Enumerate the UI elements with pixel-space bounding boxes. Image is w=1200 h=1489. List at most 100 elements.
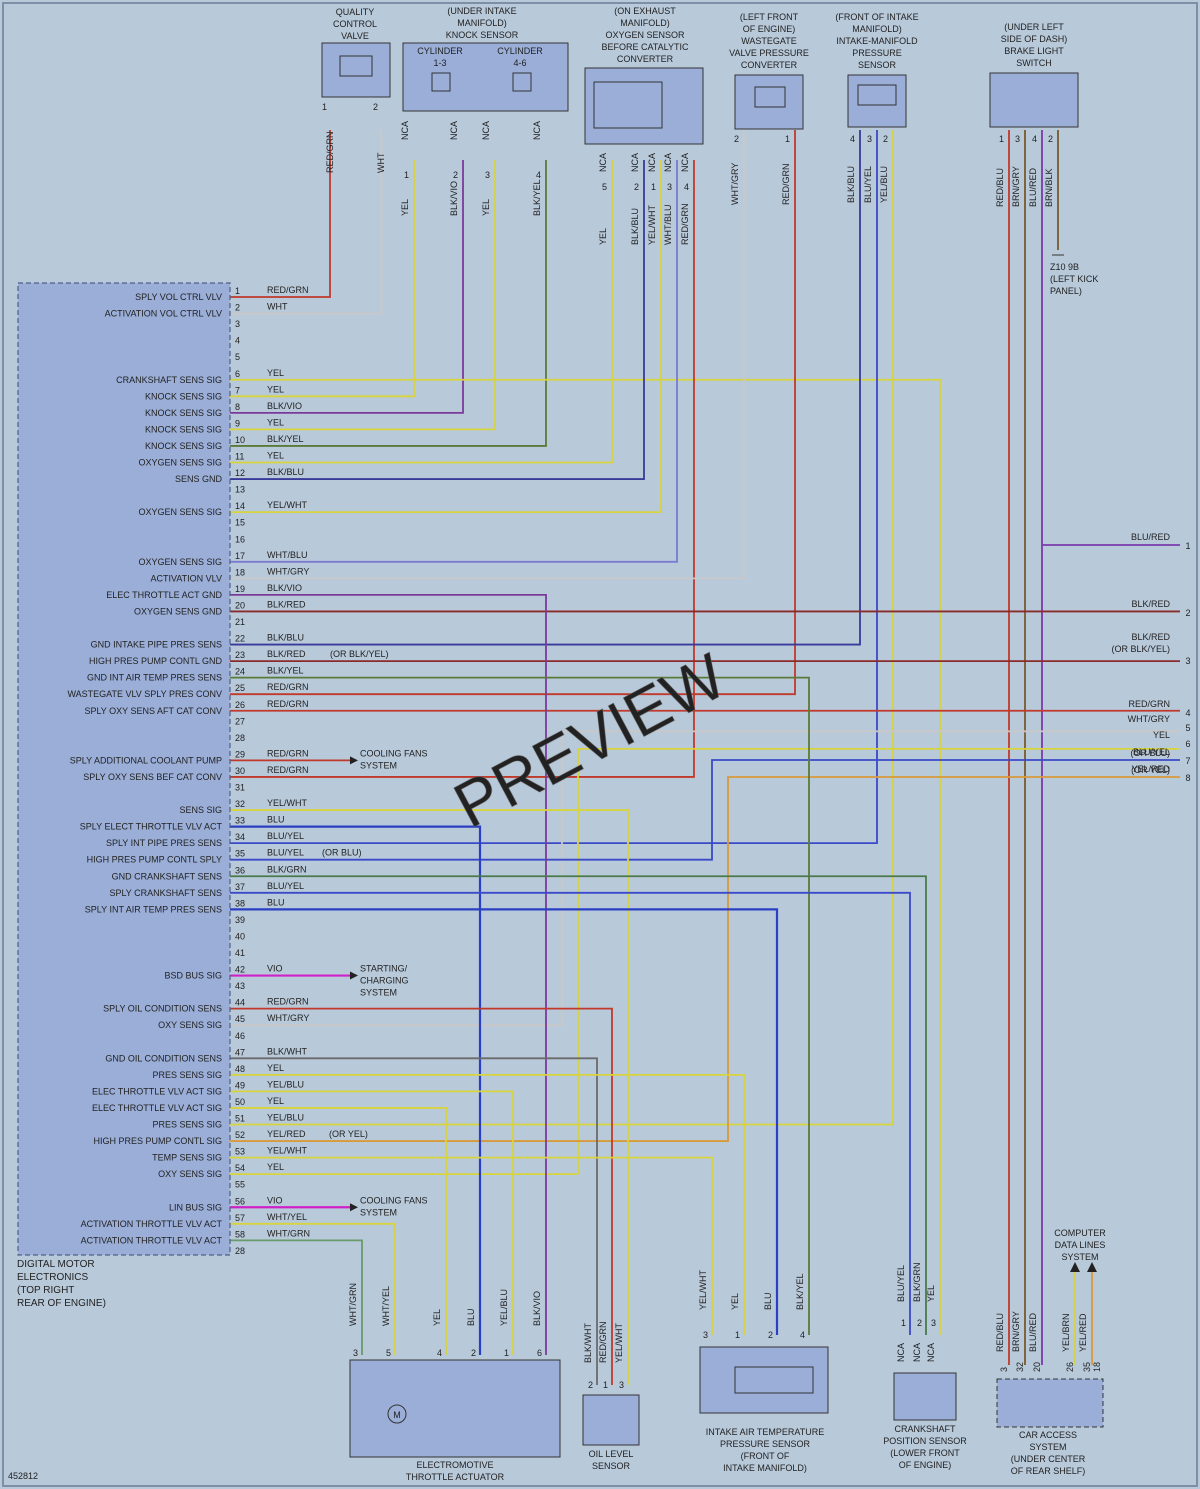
ecu-pin-number: 23 <box>235 650 245 660</box>
ecu-pin-number: 22 <box>235 634 245 644</box>
wire-pin-10 <box>230 160 547 447</box>
ecu-pin-number: 46 <box>235 1031 245 1041</box>
destination-label: SYSTEM <box>360 1207 397 1217</box>
wire-pin-32 <box>230 809 629 1385</box>
intake-air-temperature-sensor-label: INTAKE AIR TEMPERATURE <box>706 1427 825 1437</box>
ecu-pin-number: 31 <box>235 783 245 793</box>
ecu-pin-signal: CRANKSHAFT SENS SIG <box>116 375 222 385</box>
ecu-pin-signal: SPLY CRANKSHAFT SENS <box>109 888 222 898</box>
pin-wire-label: BRN/GRY <box>1011 166 1021 207</box>
ecu-pin-wire-color: WHT/BLU <box>267 550 308 560</box>
oxygen-sensor-label: (ON EXHAUST <box>614 6 676 16</box>
nca-label: NCA <box>630 153 640 172</box>
crankshaft-position-sensor-label: POSITION SENSOR <box>883 1436 967 1446</box>
ecu-pin-number: 39 <box>235 915 245 925</box>
pin-number: 32 <box>1015 1362 1025 1372</box>
right-output-wire: BLK/RED <box>1131 632 1170 642</box>
ecu-box <box>17 282 231 1256</box>
pin-wire-label: YEL <box>400 199 410 216</box>
wire-out-5 <box>561 730 1180 1026</box>
pin-wire-label: YEL <box>481 199 491 216</box>
ecu-pin-signal: HIGH PRES PUMP CONTL GND <box>89 656 223 666</box>
pin-number: 6 <box>537 1348 542 1358</box>
throttle-actuator-label: THROTTLE ACTUATOR <box>406 1472 505 1482</box>
intake-air-temperature-sensor-box <box>699 1346 829 1414</box>
ecu-pin-number: 41 <box>235 948 245 958</box>
coil-symbol <box>339 55 373 77</box>
cylinder-number: 4-6 <box>513 58 526 68</box>
ecu-pin-wire-color: BLU/YEL <box>267 881 304 891</box>
right-output-wire: BLK/RED <box>1131 599 1170 609</box>
ecu-pin-wire-color: BLU <box>267 815 285 825</box>
cylinder-label: CYLINDER <box>497 46 543 56</box>
ecu-pin-number: 56 <box>235 1196 245 1206</box>
pin-wire-label: BLU/YEL <box>896 1265 906 1302</box>
pin-wire-label: BLU/YEL <box>863 166 873 203</box>
ecu-pin-number: 50 <box>235 1097 245 1107</box>
wire-pin-37 <box>230 891 911 1335</box>
intake-manifold-pressure-sensor-label: MANIFOLD) <box>852 24 902 34</box>
wire-pin-25 <box>230 130 796 696</box>
pin-wire-label: YEL/WHT <box>698 1269 708 1310</box>
motor-icon <box>387 1404 407 1424</box>
right-output-number: 4 <box>1185 708 1190 718</box>
car-access-system-label: SYSTEM <box>1029 1442 1066 1452</box>
ecu-pin-signal: KNOCK SENS SIG <box>145 441 222 451</box>
pin-number: 1 <box>504 1348 509 1358</box>
ecu-pin-wire-color: YEL/BLU <box>267 1079 304 1089</box>
ecu-pin-signal: KNOCK SENS SIG <box>145 424 222 434</box>
ecu-pin-number: 28 <box>235 1246 245 1256</box>
pin-number: 1 <box>404 170 409 180</box>
pin-number: 1 <box>651 182 656 192</box>
pin-wire-label: RED/GRN <box>680 203 690 245</box>
knock-sensor-box <box>402 42 569 112</box>
ecu-pin-number: 38 <box>235 898 245 908</box>
pin-wire-label: WHT/GRN <box>348 1283 358 1326</box>
right-output-number: 5 <box>1185 723 1190 733</box>
wire-out-6 <box>577 747 1180 1175</box>
ecu-pin-signal: ELEC THROTTLE VLV ACT SIG <box>92 1103 222 1113</box>
right-output-number: 2 <box>1185 608 1190 618</box>
ecu-pin-wire-color: BLU <box>267 897 285 907</box>
intake-air-temperature-sensor-label: PRESSURE SENSOR <box>720 1439 811 1449</box>
wire-note: (OR BLU) <box>322 848 362 858</box>
ecu-pin-number: 21 <box>235 617 245 627</box>
ecu-pin-signal: LIN BUS SIG <box>169 1202 222 1212</box>
ecu-pin-number: 28 <box>235 733 245 743</box>
pin-number: 3 <box>931 1318 936 1328</box>
pin-wire-label: YEL/BLU <box>499 1289 509 1326</box>
ecu-pin-wire-color: WHT/GRN <box>267 1228 310 1238</box>
quality-control-valve-box <box>321 42 391 98</box>
pin-number: 20 <box>1032 1362 1042 1372</box>
ecu-pin-wire-color: YEL <box>267 368 284 378</box>
ecu-pin-wire-color: YEL <box>267 1063 284 1073</box>
ecu-pin-wire-color: WHT <box>267 302 288 312</box>
car-access-system-label: OF REAR SHELF) <box>1011 1466 1086 1476</box>
wire-out-7 <box>230 759 1180 861</box>
ecu-pin-number: 35 <box>235 849 245 859</box>
pin-number: 3 <box>999 1367 1009 1372</box>
nca-label: NCA <box>663 153 673 172</box>
ecu-pin-wire-color: BLU/YEL <box>267 831 304 841</box>
ecu-pin-number: 3 <box>235 319 240 329</box>
pin-number: 4 <box>437 1348 442 1358</box>
ecu-pin-signal: SPLY OIL CONDITION SENS <box>103 1004 222 1014</box>
motor-icon-label: M <box>393 1410 401 1420</box>
oxygen-sensor-label: BEFORE CATALYTIC <box>601 42 689 52</box>
ecu-pin-signal: GND INTAKE PIPE PRES SENS <box>91 640 222 650</box>
ecu-pin-number: 34 <box>235 832 245 842</box>
pin-wire-label: WHT/BLU <box>663 205 673 246</box>
ecu-pin-number: 15 <box>235 518 245 528</box>
arrow-up-icon <box>1087 1262 1097 1272</box>
wastegate-converter-label: WASTEGATE <box>741 36 797 46</box>
wire-pin-51 <box>230 130 894 1126</box>
ecu-pin-number: 51 <box>235 1114 245 1124</box>
ecu-pin-signal: GND OIL CONDITION SENS <box>105 1053 222 1063</box>
ecu-pin-signal: OXYGEN SENS GND <box>134 606 223 616</box>
ecu-pin-number: 44 <box>235 998 245 1008</box>
sensor-element-symbol <box>857 84 897 106</box>
oil-level-sensor-label: OIL LEVEL <box>589 1449 634 1459</box>
ecu-pin-signal: ACTIVATION THROTTLE VLV ACT <box>81 1235 223 1245</box>
pin-wire-label: WHT <box>376 152 386 173</box>
